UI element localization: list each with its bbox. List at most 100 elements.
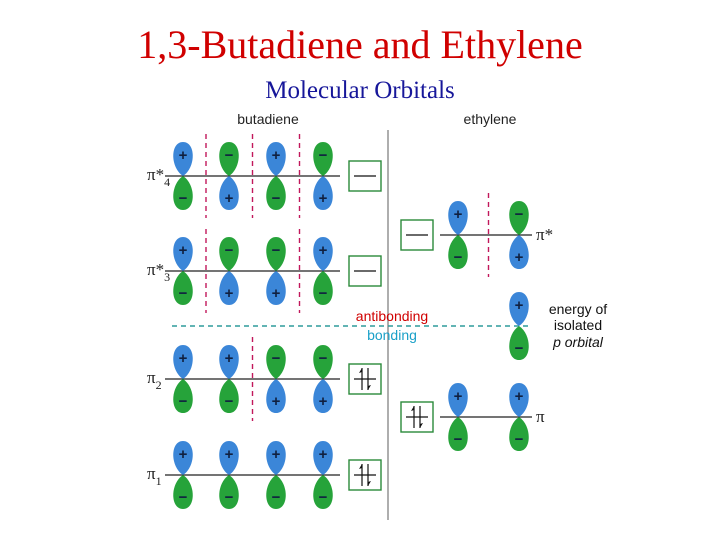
p-orbital-lower-lobe xyxy=(266,176,286,210)
electron-spin-up-head xyxy=(411,406,414,411)
upper-lobe-sign: + xyxy=(272,446,281,463)
electron-spin-down-head xyxy=(368,385,371,390)
upper-lobe-sign: + xyxy=(179,147,188,164)
ethylene-p-orbital: +− xyxy=(448,383,468,451)
upper-lobe-sign: − xyxy=(515,206,524,223)
lower-lobe-sign: − xyxy=(179,285,188,302)
p-orbital-upper-lobe xyxy=(266,237,286,271)
p-orbital-upper-lobe xyxy=(266,441,286,475)
lower-lobe-sign: − xyxy=(179,393,188,410)
p-orbital-upper-lobe xyxy=(313,142,333,176)
page-title: 1,3-Butadiene and Ethylene xyxy=(137,22,583,67)
p-orbital-upper-lobe xyxy=(313,441,333,475)
butadiene-mo-label: π*3 xyxy=(147,260,170,284)
ethylene-p-orbital: −+ xyxy=(509,201,529,269)
isolated-p-orbital: +− xyxy=(509,292,529,360)
p-orbital-lower-lobe xyxy=(509,235,529,269)
p-orbital-lower-lobe xyxy=(313,475,333,509)
ethylene-p-orbital: +− xyxy=(509,383,529,451)
ethylene-header: ethylene xyxy=(464,111,517,127)
butadiene-p-orbital: +− xyxy=(173,345,193,413)
butadiene-occupancy-box xyxy=(348,363,382,395)
lower-lobe-sign: + xyxy=(272,285,281,302)
p-orbital-upper-lobe xyxy=(173,441,193,475)
butadiene-p-orbital: −+ xyxy=(266,345,286,413)
p-orbital-upper-lobe xyxy=(313,237,333,271)
upper-lobe-sign: − xyxy=(272,350,281,367)
upper-lobe-sign: + xyxy=(454,206,463,223)
upper-lobe-sign: − xyxy=(225,147,234,164)
p-orbital-lower-lobe xyxy=(173,379,193,413)
p-orbital-upper-lobe xyxy=(313,345,333,379)
p-orbital-lower-lobe xyxy=(266,475,286,509)
butadiene-mo-label: π*4 xyxy=(147,165,170,189)
lower-lobe-sign: − xyxy=(454,431,463,448)
p-orbital-upper-lobe xyxy=(219,441,239,475)
lower-lobe-sign: − xyxy=(319,285,328,302)
electron-spin-up-head xyxy=(359,368,362,373)
butadiene-occupancy-box xyxy=(348,459,382,491)
butadiene-p-orbital: +− xyxy=(313,237,333,305)
ethylene-occupancy-box xyxy=(400,219,434,251)
p-orbital-lower-lobe xyxy=(448,417,468,451)
lower-lobe-sign: + xyxy=(225,285,234,302)
ethylene-occupancy-box xyxy=(400,401,434,433)
p-orbital-upper-lobe xyxy=(219,345,239,379)
upper-lobe-sign: + xyxy=(319,242,328,259)
lower-lobe-sign: − xyxy=(272,489,281,506)
butadiene-p-orbital: +− xyxy=(313,441,333,509)
lower-lobe-sign: − xyxy=(272,190,281,207)
p-orbital-lower-lobe xyxy=(448,235,468,269)
p-orbital-upper-lobe xyxy=(173,345,193,379)
butadiene-p-orbital: −+ xyxy=(219,237,239,305)
butadiene-p-orbital: −+ xyxy=(313,142,333,210)
upper-lobe-sign: + xyxy=(272,147,281,164)
butadiene-p-orbital: +− xyxy=(173,237,193,305)
upper-lobe-sign: − xyxy=(272,242,281,259)
lower-lobe-sign: − xyxy=(179,190,188,207)
orbital-layer: +−−++−−+π*4+−−+−++−π*3+−+−−+−+π2+−+−+−+−… xyxy=(147,134,553,509)
lower-lobe-sign: − xyxy=(225,489,234,506)
upper-lobe-sign: + xyxy=(179,446,188,463)
p-orbital-lower-lobe xyxy=(509,326,529,360)
upper-lobe-sign: + xyxy=(515,297,524,314)
butadiene-mo-label: π2 xyxy=(147,368,162,392)
p-orbital-upper-lobe xyxy=(219,237,239,271)
lower-lobe-sign: + xyxy=(319,190,328,207)
electron-spin-down-head xyxy=(420,423,423,428)
butadiene-occupancy-box xyxy=(348,255,382,287)
p-orbital-upper-lobe xyxy=(509,383,529,417)
lower-lobe-sign: + xyxy=(225,190,234,207)
energy-label-line-2: isolated xyxy=(554,317,602,333)
butadiene-p-orbital: +− xyxy=(266,441,286,509)
p-orbital-lower-lobe xyxy=(313,176,333,210)
p-orbital-upper-lobe xyxy=(173,237,193,271)
lower-lobe-sign: + xyxy=(272,393,281,410)
electron-spin-down-head xyxy=(368,481,371,486)
ethylene-mo-label: π xyxy=(536,407,545,426)
lower-lobe-sign: − xyxy=(319,489,328,506)
lower-lobe-sign: − xyxy=(515,340,524,357)
p-orbital-upper-lobe xyxy=(173,142,193,176)
lower-lobe-sign: − xyxy=(454,249,463,266)
butadiene-p-orbital: +− xyxy=(266,142,286,210)
p-orbital-lower-lobe xyxy=(266,379,286,413)
butadiene-p-orbital: −+ xyxy=(313,345,333,413)
upper-lobe-sign: − xyxy=(225,242,234,259)
p-orbital-lower-lobe xyxy=(313,379,333,413)
lower-lobe-sign: + xyxy=(319,393,328,410)
upper-lobe-sign: + xyxy=(319,446,328,463)
p-orbital-lower-lobe xyxy=(219,271,239,305)
energy-label-line-1: energy of xyxy=(549,301,607,317)
electron-spin-up-head xyxy=(359,464,362,469)
p-orbital-lower-lobe xyxy=(219,176,239,210)
upper-lobe-sign: + xyxy=(225,350,234,367)
p-orbital-lower-lobe xyxy=(219,379,239,413)
butadiene-p-orbital: +− xyxy=(173,441,193,509)
upper-lobe-sign: − xyxy=(319,147,328,164)
upper-lobe-sign: + xyxy=(179,242,188,259)
butadiene-p-orbital: −+ xyxy=(266,237,286,305)
butadiene-p-orbital: +− xyxy=(219,345,239,413)
p-orbital-upper-lobe xyxy=(219,142,239,176)
